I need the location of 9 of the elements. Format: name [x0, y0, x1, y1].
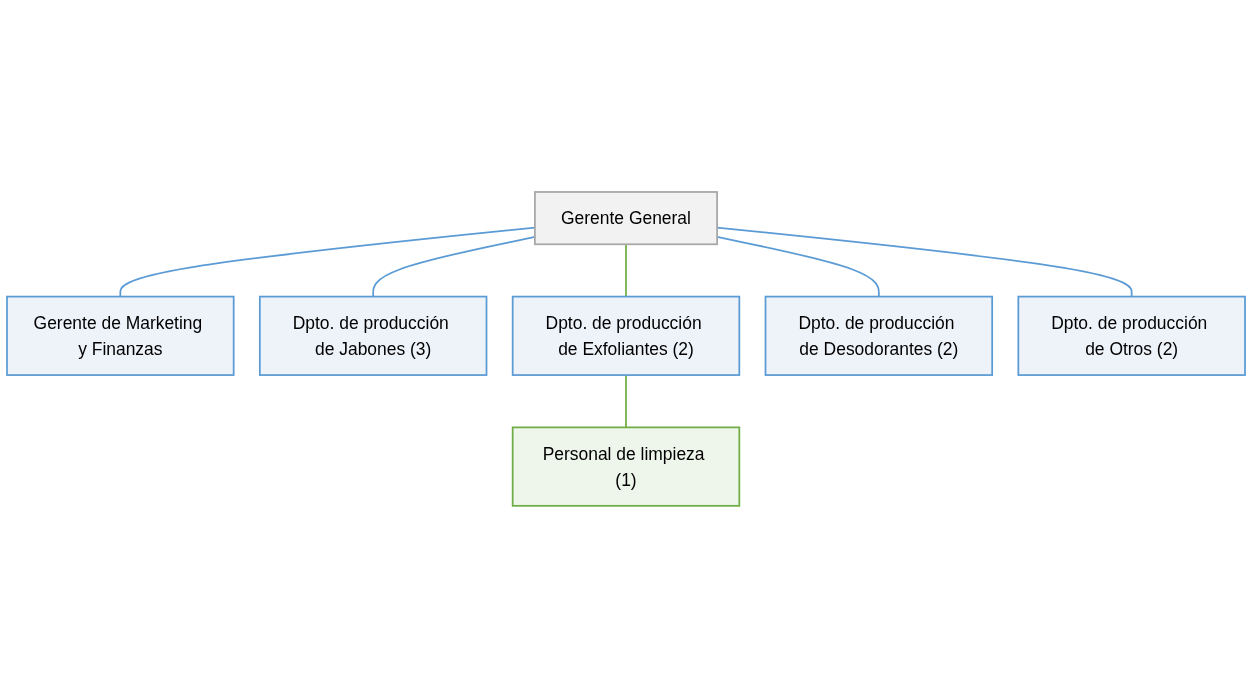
node-box: Gerente General	[534, 191, 718, 246]
connector	[625, 243, 627, 298]
node-box: Dpto. de producción de Otros (2)	[1017, 295, 1246, 377]
node-box: Dpto. de producción de Desodorantes (2)	[764, 295, 994, 377]
node-box: Personal de limpieza (1)	[511, 426, 741, 507]
node-box: Dpto. de producción de Exfoliantes (2)	[511, 295, 741, 377]
node-box: Dpto. de producción de Jabones (3)	[258, 295, 488, 377]
node-box: Gerente de Marketing y Finanzas	[6, 295, 235, 377]
connector	[625, 374, 627, 429]
